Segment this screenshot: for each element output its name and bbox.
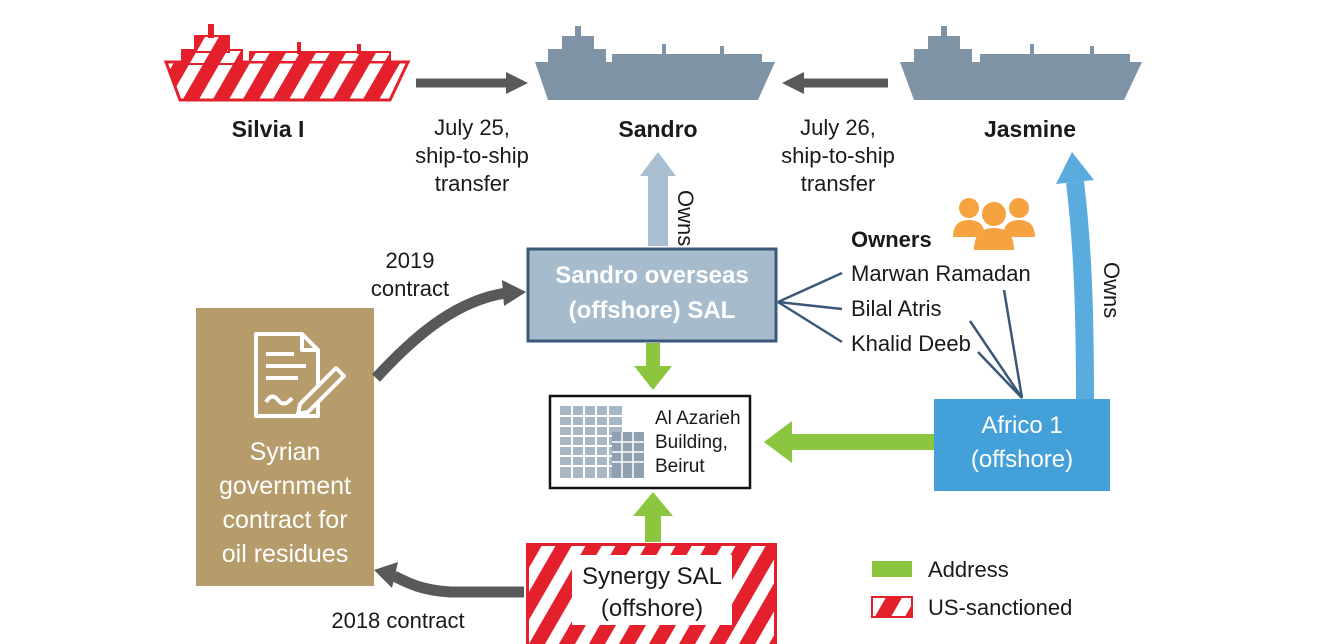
transfer-right-line1: July 26, [800,115,876,140]
transfer-arrow-left [416,72,528,94]
transfer-right-line2: ship-to-ship [781,143,895,168]
synergy-line2: (offshore) [601,595,703,622]
ship-sandro-icon [535,26,775,100]
owners-people-icon [953,198,1035,250]
owns-label-jasmine: Owns [1099,262,1124,318]
contract-2018-label: 2018 contract [331,608,464,633]
owners-title: Owners [851,227,932,252]
owns-label-sandro: Owns [673,190,698,246]
synergy-box [526,543,777,644]
sandro-overseas-box [526,247,778,343]
address-arrow-africo [764,421,935,463]
ship-name-jasmine: Jasmine [984,116,1076,142]
ship-silvia-icon [163,24,411,102]
legend-address-swatch [872,561,912,577]
legend-sanctioned-label: US-sanctioned [928,595,1072,620]
address-arrow-synergy [633,492,673,542]
legend-sanctioned-swatch [871,596,913,618]
building-line1: Al Azarieh [655,408,741,429]
ship-name-sandro: Sandro [618,116,697,142]
sandro-overseas-line1: Sandro overseas [555,262,748,289]
building-line3: Beirut [655,456,705,477]
contract-arrow-2018 [374,562,524,598]
building-line2: Building, [655,432,728,453]
syrian-line2: government [219,472,351,500]
legend: Address US-sanctioned [871,557,1072,620]
syrian-line1: Syrian [250,438,321,466]
transfer-left-line3: transfer [435,171,510,196]
transfer-arrow-right [782,72,888,94]
owner-name-2: Bilal Atris [851,296,941,321]
owner-name-3: Khalid Deeb [851,331,971,356]
owns-arrow-sandro [640,152,676,246]
ship-name-silvia: Silvia I [232,116,305,142]
transfer-left-line1: July 25, [434,115,510,140]
syrian-line3: contract for [222,506,347,534]
africo-line2: (offshore) [971,446,1073,473]
address-arrow-sandro-overseas [634,343,672,390]
owner-connector-lines [777,271,1024,399]
syrian-line4: oil residues [222,540,348,568]
building-icon [560,406,644,478]
contract-2019-line1: 2019 [386,248,435,273]
transfer-left-line2: ship-to-ship [415,143,529,168]
owns-arrow-jasmine [1056,152,1094,401]
transfer-right-line3: transfer [801,171,876,196]
sandro-overseas-line2: (offshore) SAL [569,297,736,324]
contract-document-icon [254,332,346,418]
synergy-line1: Synergy SAL [582,563,722,590]
contract-2019-line2: contract [371,276,449,301]
legend-address-label: Address [928,557,1009,582]
africo-line1: Africo 1 [981,412,1062,439]
ship-jasmine-icon [900,26,1142,100]
contract-arrow-2019 [371,280,526,382]
africo-box [934,399,1110,491]
owner-name-1: Marwan Ramadan [851,261,1031,286]
